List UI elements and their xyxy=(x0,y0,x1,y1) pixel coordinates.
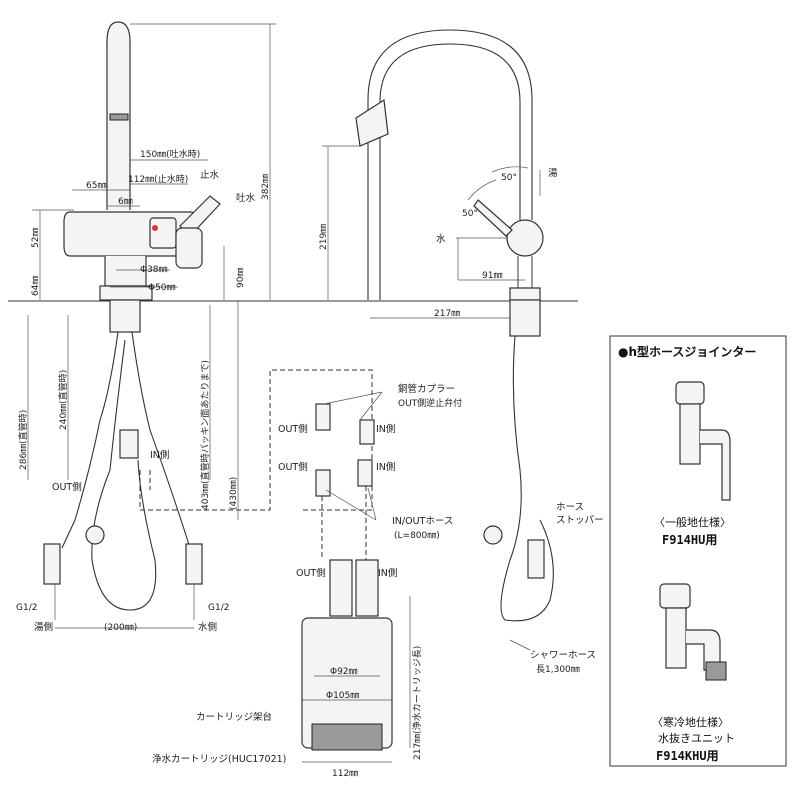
side-spout-inner xyxy=(379,43,521,300)
spout-aerator xyxy=(109,113,129,121)
label-io-hose: IN/OUTホース xyxy=(392,516,453,527)
dim-200: (200㎜) xyxy=(104,623,137,633)
dim-angle-50b: 50° xyxy=(462,209,478,219)
joint-general-model: F914HU用 xyxy=(662,533,717,547)
label-out-side-2: OUT側 xyxy=(278,461,308,473)
joint-box-frame xyxy=(609,335,787,767)
dim-240: 240㎜(直管時) xyxy=(57,370,69,430)
coupler-right-mid xyxy=(357,459,373,487)
side-view xyxy=(322,29,554,651)
joint-cold-model: F914KHU用 xyxy=(656,749,719,763)
dim-403: 403㎜(直管時パッキン面あたりまで) xyxy=(199,360,211,510)
cartridge-view xyxy=(301,391,411,763)
coupler-right-top xyxy=(359,419,375,445)
side-shank xyxy=(509,299,541,337)
dim-64: 64㎜ xyxy=(31,276,41,296)
label-stand: カートリッジ架台 xyxy=(196,711,272,723)
dim-90: 90㎜ xyxy=(236,268,246,288)
dim-angle-50a: 50° xyxy=(501,173,517,183)
label-stop-water: 止水 xyxy=(200,169,220,181)
dim-217-side: 217㎜ xyxy=(434,309,460,319)
joint-box-title: ●h型ホースジョインター xyxy=(618,344,756,359)
cartridge-stand xyxy=(311,723,383,751)
red-indicator xyxy=(152,225,158,231)
side-spray-head xyxy=(355,98,389,147)
shower-hose-front xyxy=(91,339,157,611)
label-cartridge-name: 浄水カートリッジ(HUC17021) xyxy=(152,753,286,765)
label-shower-hose-len: 長1,300㎜ xyxy=(536,664,580,675)
hose-right xyxy=(131,331,191,549)
label-cold: 水 xyxy=(436,233,446,245)
label-shower-hose: シャワーホース xyxy=(530,650,596,661)
side-spout-outer xyxy=(367,29,533,300)
dim-phi50: Φ50㎜ xyxy=(148,283,176,293)
label-g-right: G1/2 xyxy=(208,603,229,613)
label-out-side-1: OUT側 xyxy=(278,423,308,435)
dim-286: 286㎜(直管時) xyxy=(17,410,29,470)
dim-112: 112㎜ xyxy=(332,769,358,779)
dim-phi105: Φ105㎜ xyxy=(326,691,359,701)
label-check-valve: OUT側逆止弁付 xyxy=(398,397,462,409)
joint-front xyxy=(119,429,139,459)
valve-left xyxy=(43,543,61,585)
dim-6: 6㎜ xyxy=(118,197,133,207)
side-weight xyxy=(483,525,503,545)
dim-91: 91㎜ xyxy=(482,271,502,281)
joint-cold-sub: 水抜きユニット xyxy=(658,731,735,745)
dim-spout-150: 150㎜(吐水時) xyxy=(140,148,200,160)
label-io-hose-len: (L=800㎜) xyxy=(394,531,440,541)
label-hot: 湯 xyxy=(548,167,558,179)
dim-217-cartridge: 217㎜(浄水カートリッジ長) xyxy=(411,646,423,760)
label-front-out: OUT側 xyxy=(52,481,82,493)
cartridge-fitting-left xyxy=(329,559,353,617)
dim-phi92: Φ92㎜ xyxy=(330,667,358,677)
dim-219: 219㎜ xyxy=(319,224,329,250)
label-in-side-1: IN側 xyxy=(376,423,395,435)
joint-general-spec: 〈一般地仕様〉 xyxy=(654,515,731,529)
side-shower-hose xyxy=(500,335,554,622)
dim-spout-112: 112㎜(止水時) xyxy=(128,173,188,185)
label-coupler: 銅管カプラー xyxy=(398,383,455,395)
front-view xyxy=(27,21,373,629)
side-valve xyxy=(527,539,545,579)
joint-general-part xyxy=(675,381,731,501)
label-in-side-3: IN側 xyxy=(378,567,397,579)
dim-430: (430㎜) xyxy=(229,477,239,510)
label-in-side-2: IN側 xyxy=(376,461,395,473)
dim-65: 65㎜ xyxy=(86,181,106,191)
cartridge-fitting-right xyxy=(355,559,379,617)
label-g-left: G1/2 xyxy=(16,603,37,613)
joint-cold-spec: 〈寒冷地仕様〉 xyxy=(652,715,729,729)
label-front-in: IN側 xyxy=(150,449,169,461)
dim-382: 382㎜ xyxy=(261,174,271,200)
shank xyxy=(109,299,141,333)
label-hose-stopper-1: ホース xyxy=(556,502,584,513)
label-hot-side: 湯側 xyxy=(34,621,53,633)
side-lever xyxy=(473,199,513,237)
coupler-left-top xyxy=(315,403,331,431)
hose-left xyxy=(61,331,119,549)
label-hose-stopper-2: ストッパー xyxy=(556,515,604,526)
joint-cold-part xyxy=(659,583,727,681)
label-discharge: 吐水 xyxy=(236,192,256,204)
lever-knob xyxy=(175,227,203,269)
label-out-side-3: OUT側 xyxy=(296,567,326,579)
coupler-left-mid xyxy=(315,469,331,497)
dim-phi38: Φ38㎜ xyxy=(140,265,168,275)
hose-weight xyxy=(85,525,105,545)
dim-52: 52㎜ xyxy=(31,228,41,248)
label-cold-side: 水側 xyxy=(198,621,217,633)
